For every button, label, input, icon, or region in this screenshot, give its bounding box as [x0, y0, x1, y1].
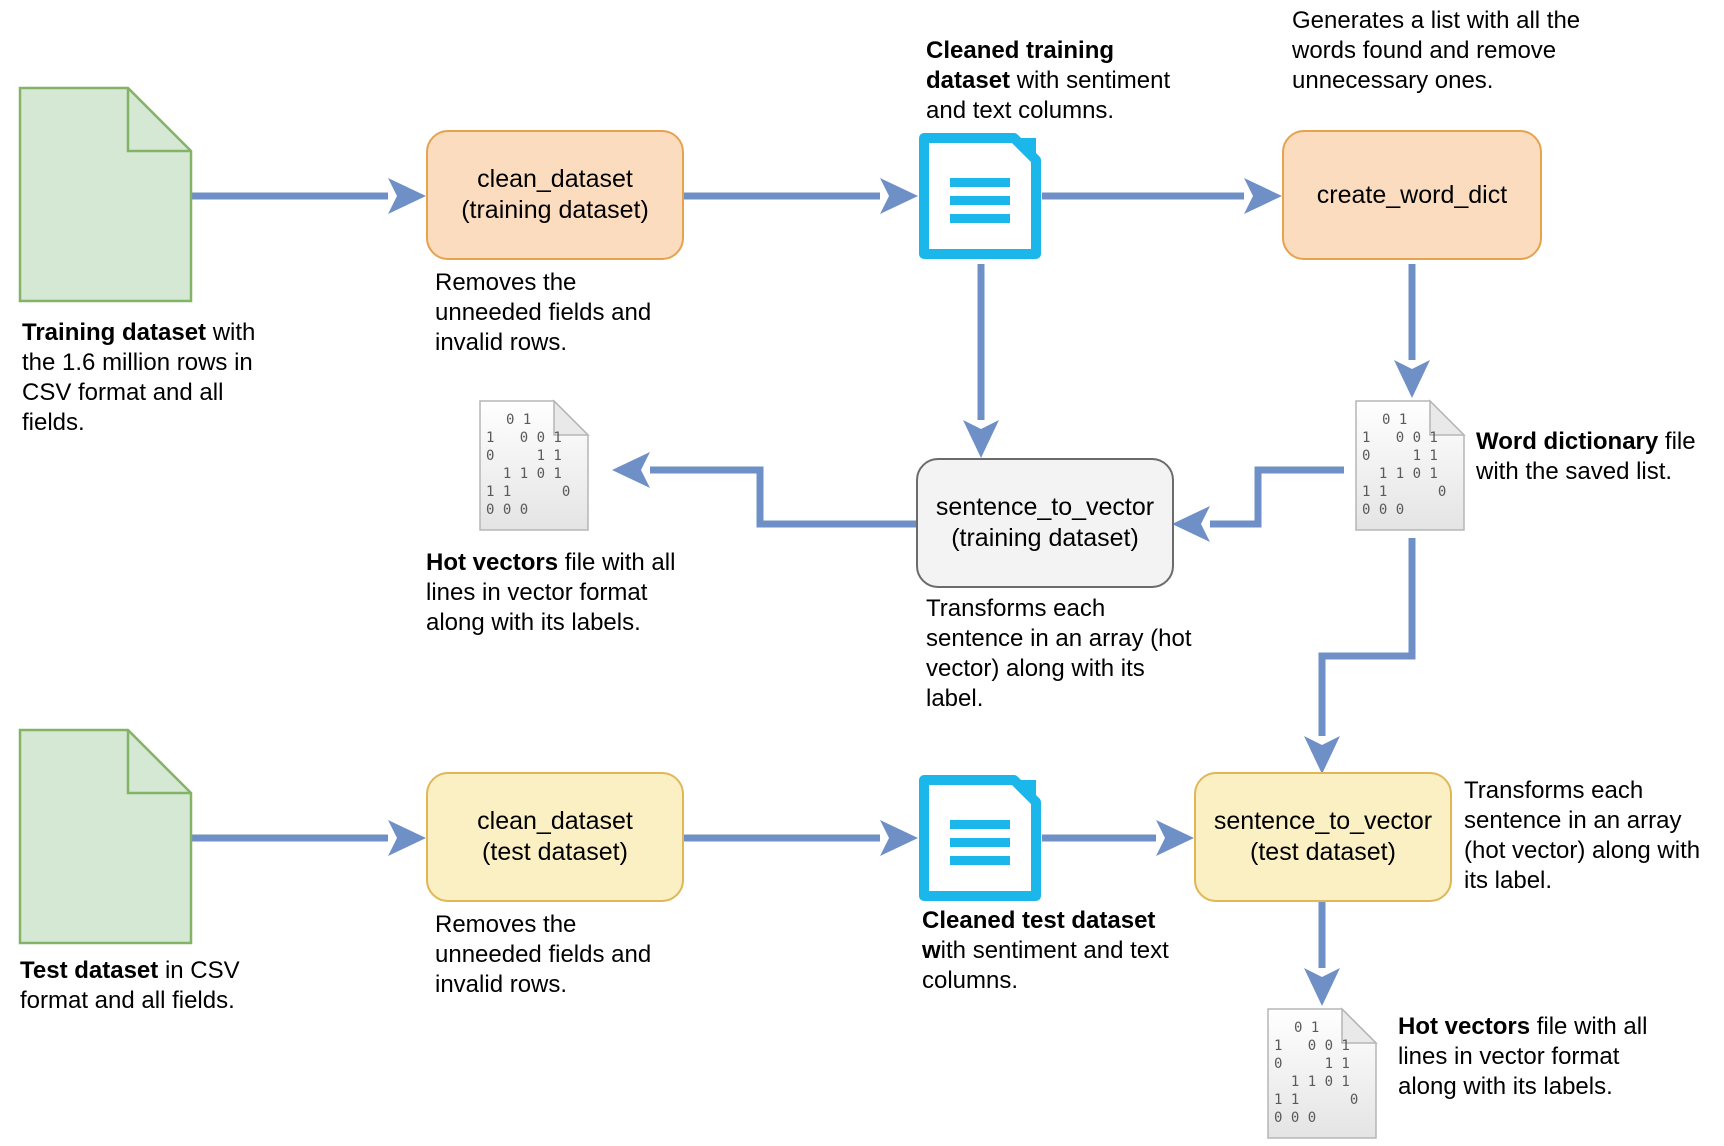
- sentence-to-vector-test-box: sentence_to_vector (test dataset): [1194, 772, 1452, 902]
- hot-vectors-training-note: Hot vectors file with all lines in vecto…: [426, 549, 676, 636]
- training-dataset-file-icon: [18, 86, 194, 304]
- box-label: clean_dataset: [477, 807, 633, 835]
- s2v-training-description: Transforms each sentence in an array (ho…: [926, 595, 1192, 712]
- svg-text:1 1 0 1: 1 1 0 1: [1274, 1074, 1350, 1090]
- create-word-dict-box: create_word_dict: [1282, 130, 1542, 260]
- arrowhead: [880, 820, 918, 856]
- box-label: clean_dataset: [477, 165, 633, 193]
- arrowhead: [1304, 736, 1340, 774]
- word-dictionary-note: Word dictionary file with the saved list…: [1476, 428, 1696, 485]
- svg-text:0 1 1: 0 1 1: [1274, 1056, 1350, 1072]
- arrowhead: [880, 178, 918, 214]
- arrowhead: [1172, 506, 1210, 542]
- arrowhead: [1394, 360, 1430, 398]
- svg-text:0 0 0: 0 0 0: [1274, 1110, 1316, 1126]
- svg-text:1 1 0: 1 1 0: [1274, 1092, 1358, 1108]
- svg-text:0 1: 0 1: [1294, 1020, 1319, 1036]
- arrowhead: [612, 452, 650, 488]
- test-dataset-file-icon: [18, 728, 194, 946]
- svg-text:1 0 0 1: 1 0 0 1: [486, 430, 562, 446]
- hot-vectors-test-file-icon: 0 1 1 0 0 1 0 1 1 1 1 0 1 1 1 0 0 0 0: [1264, 1006, 1380, 1142]
- arrow-word-dict-to-s2v-test: [1318, 538, 1416, 736]
- arrowhead: [388, 178, 426, 214]
- svg-text:1 1 0: 1 1 0: [1362, 484, 1446, 500]
- clean-test-description: Removes the unneeded fields and invalid …: [435, 911, 652, 998]
- sentence-to-vector-training-box: sentence_to_vector (training dataset): [916, 458, 1174, 588]
- svg-text:0 1 1: 0 1 1: [486, 448, 562, 464]
- cleaned-training-note: Cleaned training dataset with sentiment …: [926, 37, 1171, 124]
- svg-text:0 0 0: 0 0 0: [486, 502, 528, 518]
- svg-text:0 0 0: 0 0 0: [1362, 502, 1404, 518]
- arrow-word-dict-to-s2v-train: [1210, 466, 1344, 528]
- svg-text:1 1 0 1: 1 1 0 1: [1362, 466, 1438, 482]
- box-label: (training dataset): [461, 196, 649, 224]
- svg-text:1 1 0: 1 1 0: [486, 484, 570, 500]
- box-label: (test dataset): [482, 838, 628, 866]
- hot-vectors-test-note: Hot vectors file with all lines in vecto…: [1398, 1013, 1648, 1100]
- cleaned-test-document-icon: [918, 774, 1042, 902]
- arrow-s2v-train-to-hot-vectors: [650, 466, 916, 528]
- training-dataset-note: Training dataset with the 1.6 million ro…: [22, 319, 256, 436]
- clean-dataset-test-box: clean_dataset (test dataset): [426, 772, 684, 902]
- svg-text:1 0 0 1: 1 0 0 1: [1274, 1038, 1350, 1054]
- cleaned-training-document-icon: [918, 132, 1042, 260]
- svg-text:0 1: 0 1: [1382, 412, 1407, 428]
- svg-text:1 0 0 1: 1 0 0 1: [1362, 430, 1438, 446]
- svg-text:0 1: 0 1: [506, 412, 531, 428]
- box-label: (training dataset): [951, 524, 1139, 552]
- arrowhead: [388, 820, 426, 856]
- arrowhead: [1304, 968, 1340, 1006]
- box-label: sentence_to_vector: [1213, 807, 1433, 835]
- s2v-test-description: Transforms each sentence in an array (ho…: [1464, 777, 1701, 894]
- test-dataset-note: Test dataset in CSV format and all field…: [20, 957, 240, 1014]
- clean-training-description: Removes the unneeded fields and invalid …: [435, 269, 652, 356]
- arrowhead: [963, 420, 999, 458]
- box-label: sentence_to_vector: [935, 493, 1155, 521]
- box-label: create_word_dict: [1316, 180, 1508, 209]
- box-label: (test dataset): [1250, 838, 1396, 866]
- create-dict-description: Generates a list with all the words foun…: [1292, 7, 1581, 94]
- svg-text:0 1 1: 0 1 1: [1362, 448, 1438, 464]
- clean-dataset-training-box: clean_dataset (training dataset): [426, 130, 684, 260]
- svg-text:1 1 0 1: 1 1 0 1: [486, 466, 562, 482]
- word-dictionary-file-icon: 0 1 1 0 0 1 0 1 1 1 1 0 1 1 1 0 0 0 0: [1352, 398, 1468, 534]
- arrowhead: [1156, 820, 1194, 856]
- arrowhead: [1244, 178, 1282, 214]
- hot-vectors-training-file-icon: 0 1 1 0 0 1 0 1 1 1 1 0 1 1 1 0 0 0 0: [476, 398, 592, 534]
